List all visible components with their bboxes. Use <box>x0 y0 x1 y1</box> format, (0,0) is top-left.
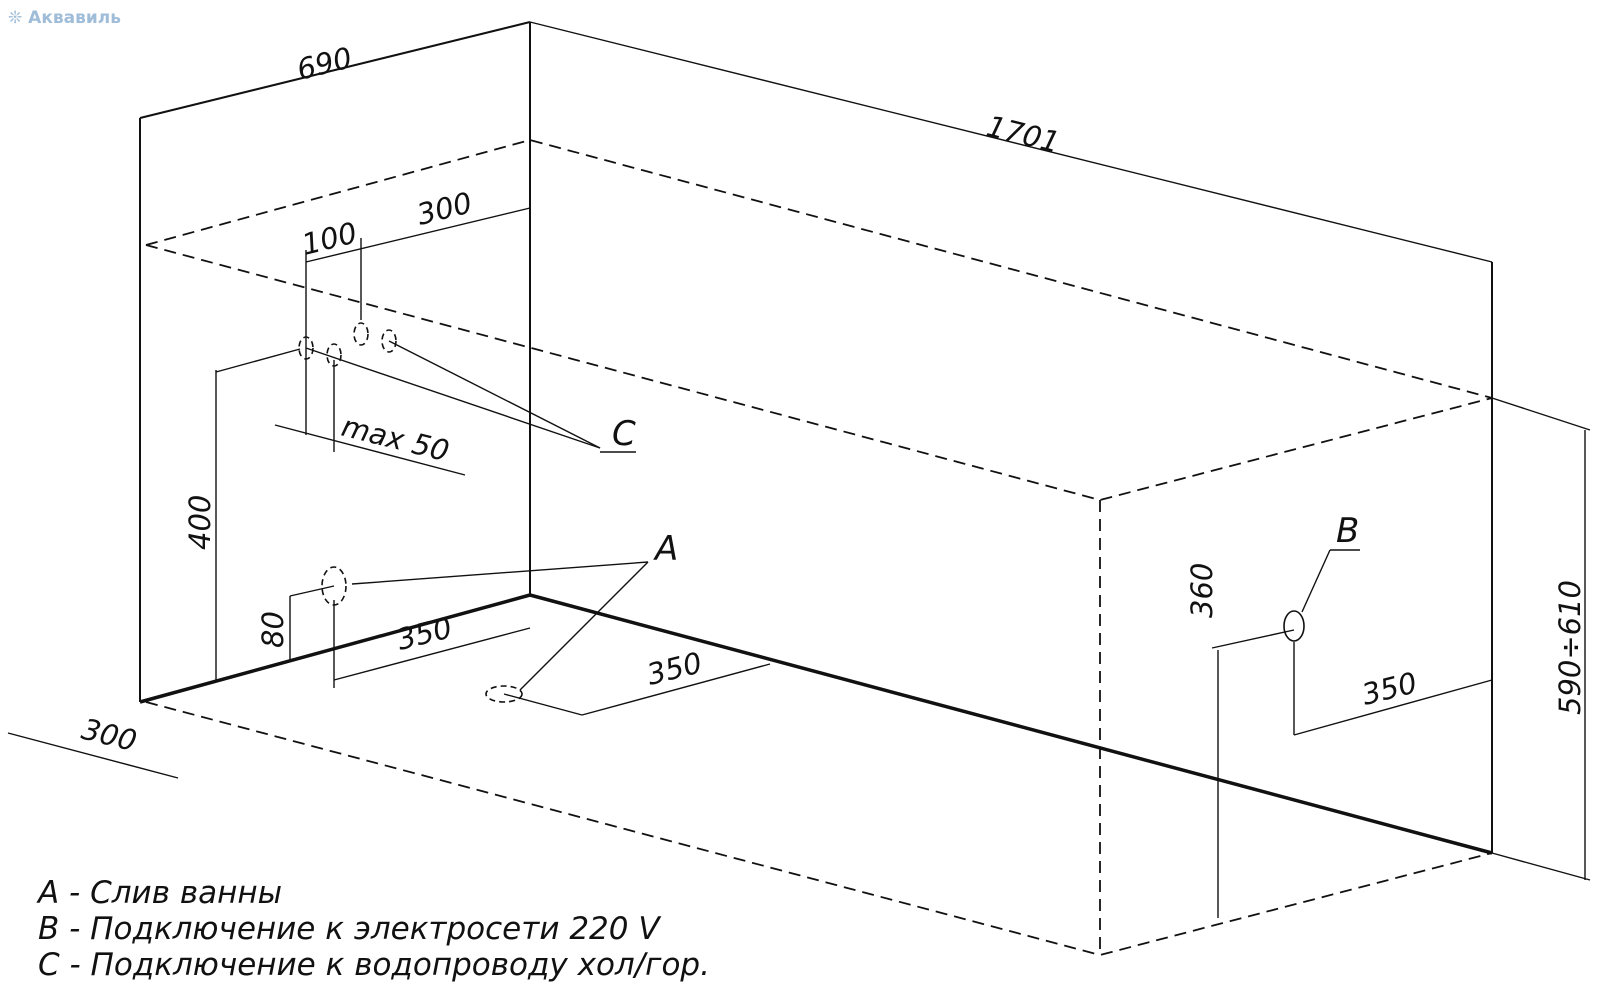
tub-rim-back <box>145 139 1493 399</box>
dim-400: 400 <box>183 495 217 550</box>
label-a: A <box>653 529 678 569</box>
dim-side-300: 300 <box>78 712 140 758</box>
dim-b-350: 350 <box>1358 665 1420 711</box>
dim-c-max: max 50 <box>338 409 452 468</box>
legend-item-a: A - Слив ванны <box>38 875 283 911</box>
dim-590-610: 590÷610 <box>1553 580 1587 715</box>
dim-c-300: 300 <box>413 185 475 231</box>
tub-rim-front <box>145 244 1493 501</box>
dim-line-690 <box>139 21 531 119</box>
label-b: B <box>1336 511 1359 551</box>
legend: A - Слив ванны B - Подключение к электро… <box>38 875 710 983</box>
b-electric-hole <box>1283 610 1305 642</box>
c-hot-hole <box>353 322 369 346</box>
dim-360: 360 <box>1185 563 1219 618</box>
drop-icon: ❊ <box>8 8 23 28</box>
dim-80: 80 <box>256 611 290 648</box>
legend-item-b: B - Подключение к электросети 220 V <box>38 911 660 947</box>
dim-690: 690 <box>293 40 355 86</box>
dim-1701: 1701 <box>983 109 1063 160</box>
dim-c-100: 100 <box>298 215 360 261</box>
brand-name: Аквавиль <box>28 8 121 28</box>
label-c: C <box>612 414 636 454</box>
tub-bottom-front <box>145 701 1493 956</box>
floor-line-long <box>529 593 1493 855</box>
floor-line-back <box>139 593 531 704</box>
legend-item-c: C - Подключение к водопроводу хол/гор. <box>38 947 710 983</box>
dim-a-350-front: 350 <box>643 645 705 691</box>
brand-logo: ❊ Аквавиль <box>8 8 121 28</box>
